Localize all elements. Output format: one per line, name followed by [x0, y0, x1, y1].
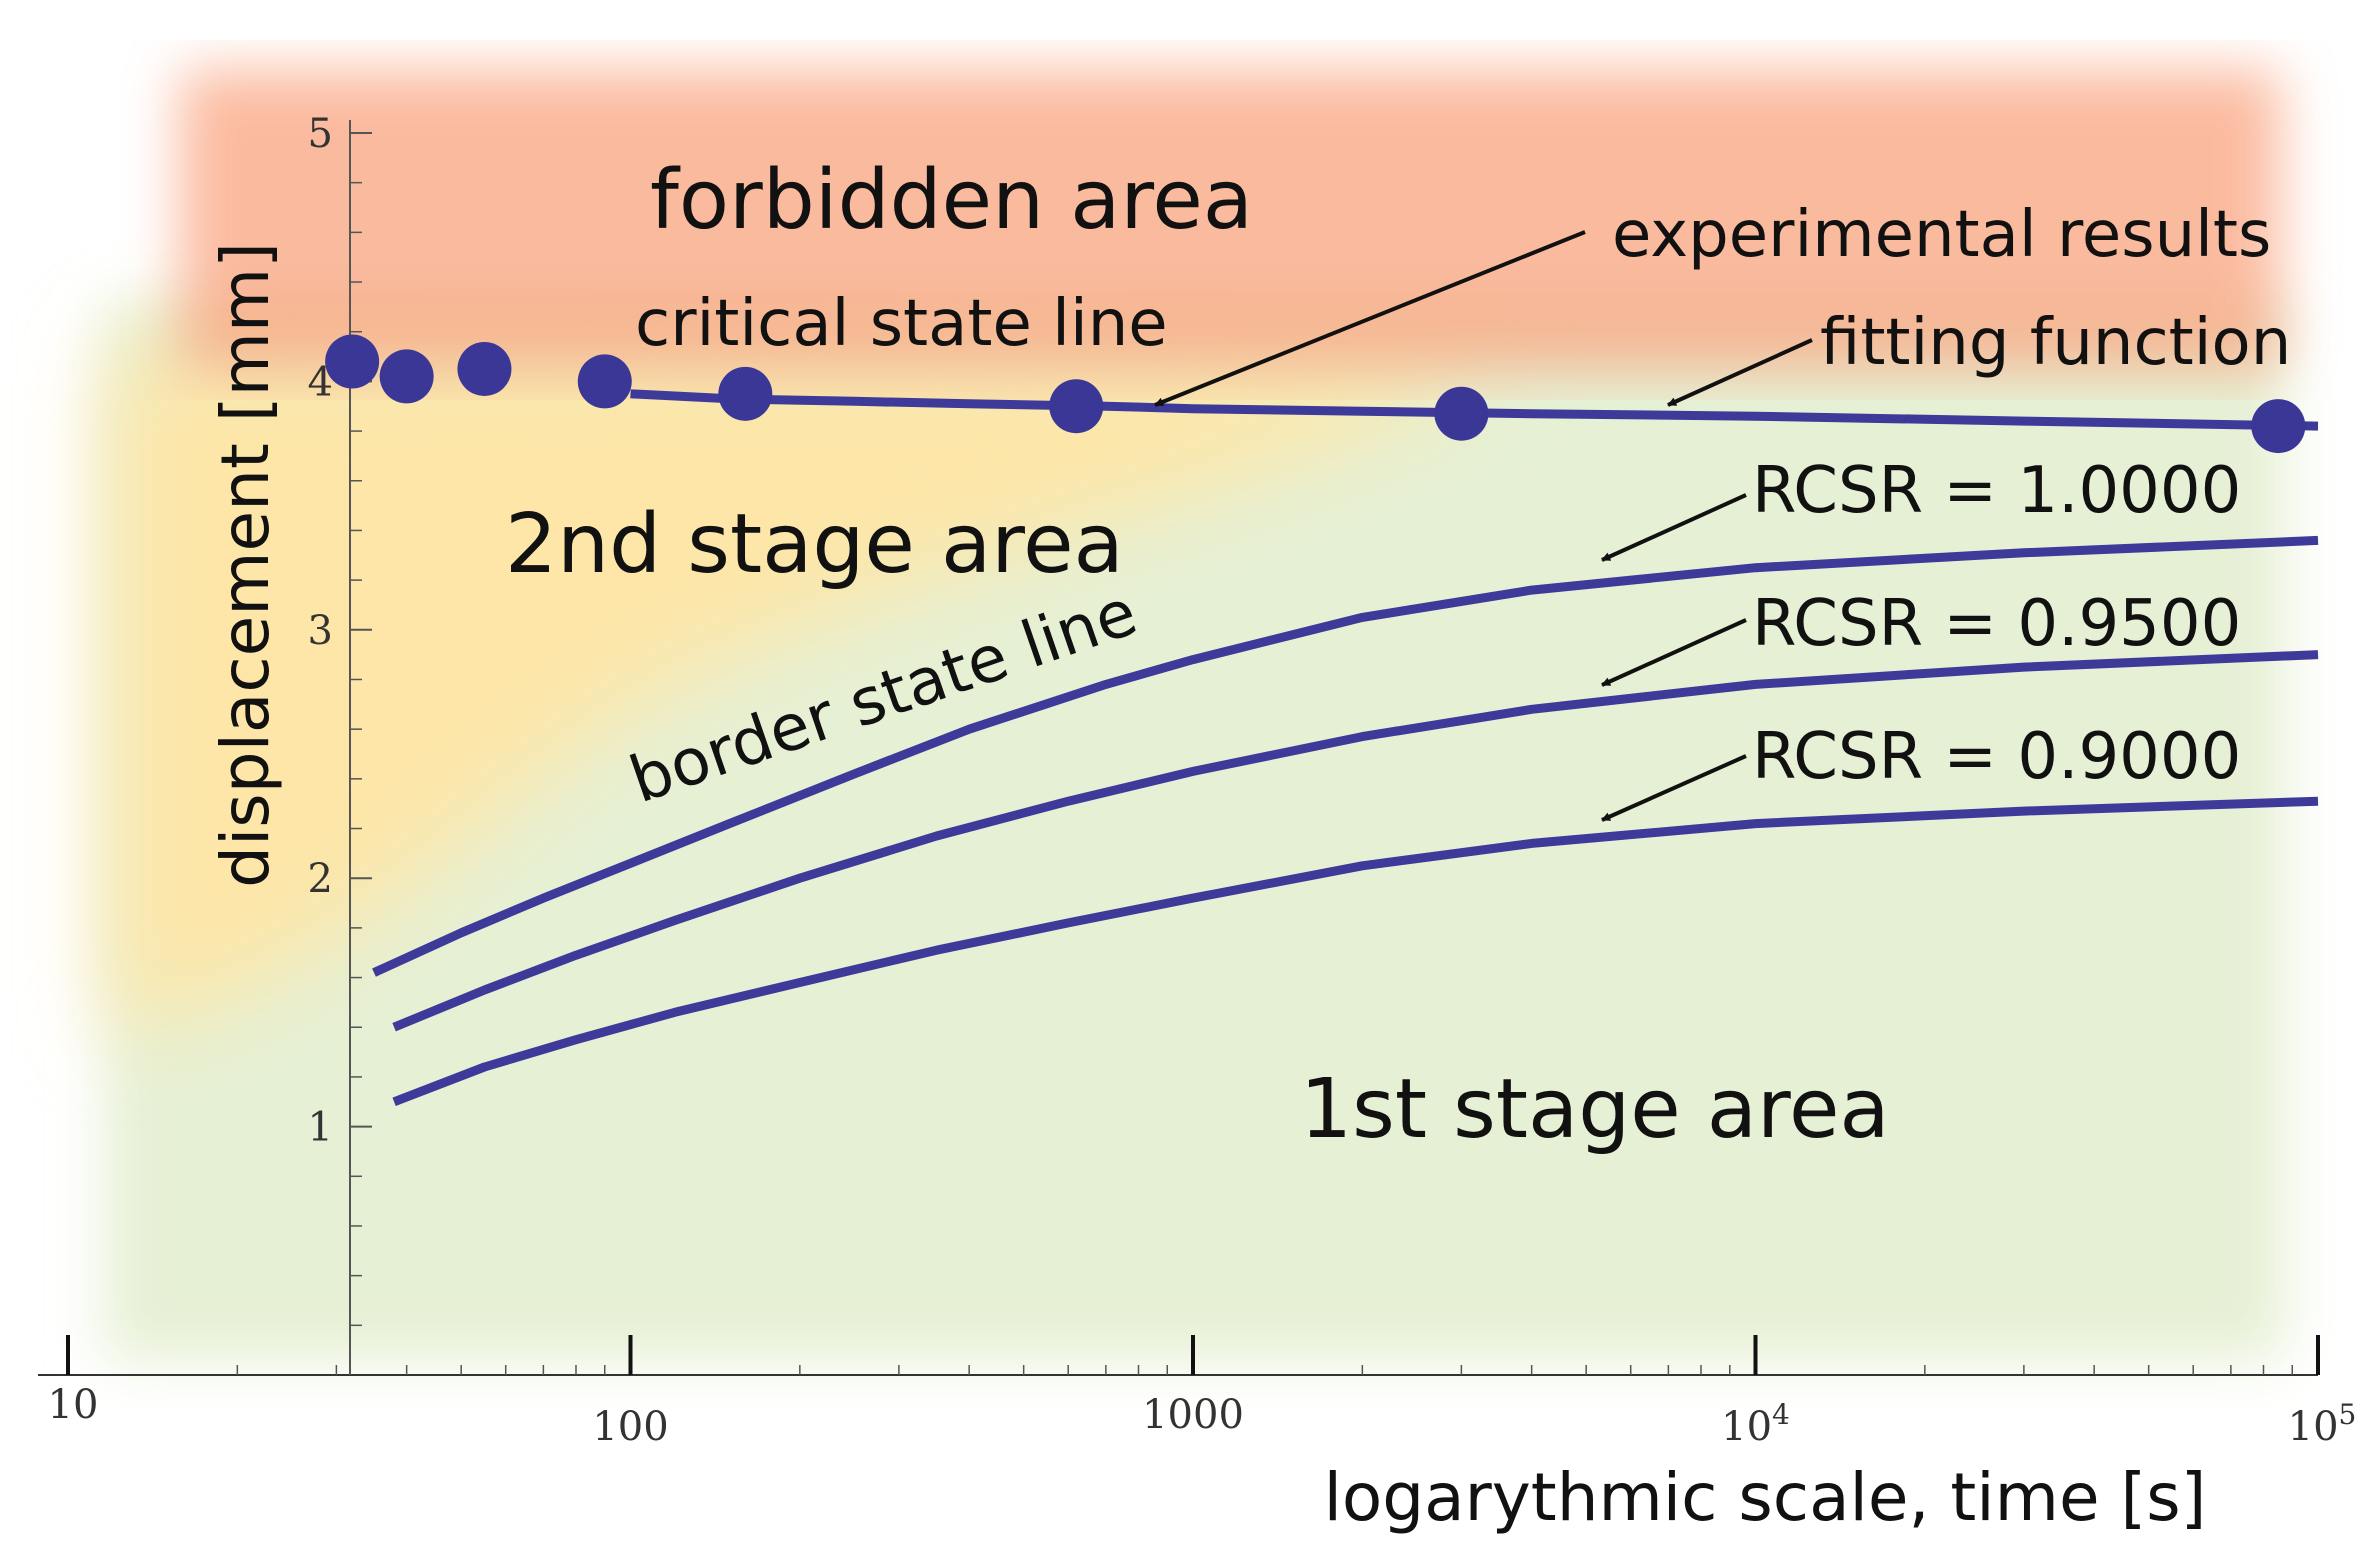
rcsr-line: [392, 796, 2319, 1106]
experimental-points: [325, 334, 2306, 454]
rcsr-line: [392, 650, 2319, 1032]
y-tick-label: 1: [308, 1105, 333, 1151]
x-axis-title: logarythmic scale, time [s]: [1324, 1459, 2207, 1536]
first-stage-area-label: 1st stage area: [1300, 1062, 1890, 1157]
series-lines: [372, 389, 2319, 1106]
fitting-function-line: [630, 389, 2319, 431]
experimental-point: [718, 366, 773, 421]
y-axis-title: displacement [mm]: [207, 242, 284, 888]
fitting-function-arrow: [1667, 338, 1813, 407]
critical-state-line-label: critical state line: [635, 287, 1168, 361]
experimental-point: [2251, 399, 2306, 454]
experimental-point: [1049, 379, 1104, 434]
fitting-function-label: fitting function: [1820, 306, 2291, 380]
experimental-point: [325, 334, 380, 389]
y-tick-label: 2: [308, 856, 333, 902]
x-tick-label: 10: [48, 1382, 99, 1428]
x-tick-label: 100: [592, 1404, 668, 1450]
rcsr-09-label: RCSR = 0.9000: [1752, 720, 2241, 794]
y-tick-label: 5: [308, 111, 333, 157]
annotations: experimental results fitting function RC…: [1154, 198, 2291, 822]
experimental-point: [457, 341, 512, 396]
experimental-results-arrow: [1154, 230, 1586, 407]
experimental-point: [577, 354, 632, 409]
experimental-point: [379, 349, 434, 404]
x-tick-label: 104: [1721, 1398, 1790, 1450]
rcsr-095-arrow: [1601, 618, 1747, 687]
second-stage-area-label: 2nd stage area: [505, 497, 1124, 592]
x-tick-label: 1000: [1142, 1392, 1244, 1438]
rcsr-1-arrow: [1601, 493, 1747, 562]
rcsr-095-label: RCSR = 0.9500: [1752, 587, 2241, 661]
forbidden-area-label: forbidden area: [650, 153, 1253, 248]
x-tick-label: 105: [2288, 1398, 2357, 1450]
experimental-results-label: experimental results: [1612, 198, 2271, 272]
forbidden-region: [180, 70, 2280, 370]
rcsr-line: [372, 535, 2319, 977]
experimental-point: [1434, 386, 1489, 441]
rcsr-09-arrow: [1601, 754, 1747, 822]
background-regions: [105, 70, 2285, 1360]
rcsr-1-label: RCSR = 1.0000: [1752, 454, 2241, 528]
y-tick-label: 3: [308, 608, 333, 654]
second-stage-region: [110, 350, 1500, 1030]
